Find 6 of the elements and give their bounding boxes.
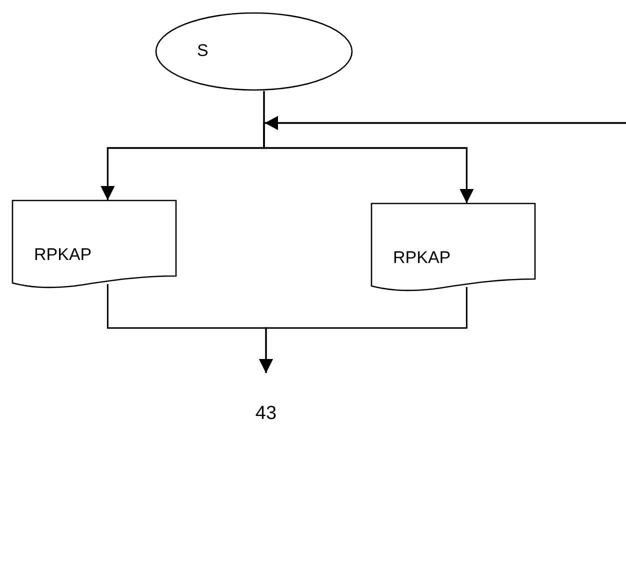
page-number: 43 [255, 404, 277, 423]
node-label: RPKAP [34, 246, 92, 263]
arrow [259, 287, 468, 373]
node-label: S [197, 42, 208, 59]
node-label: RPKAP [393, 249, 451, 266]
arrow [263, 116, 626, 203]
